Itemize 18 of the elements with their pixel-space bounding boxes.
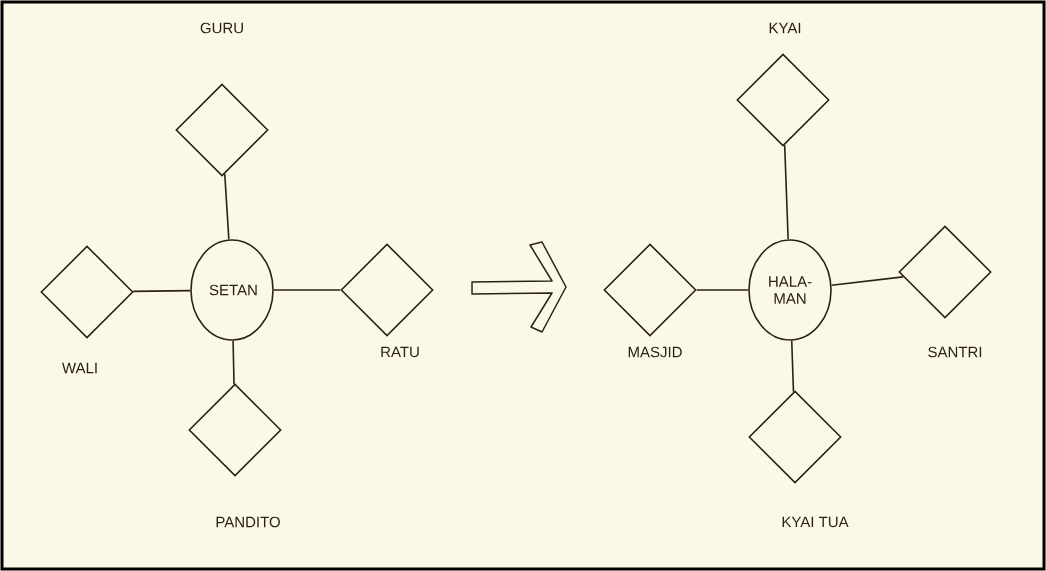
connector [696,289,749,291]
connector [273,289,341,291]
center-oval: HALA- MAN [748,239,832,341]
connector [232,340,235,385]
connector [223,173,230,241]
connector [830,276,904,286]
diamond-label: WALI [62,362,97,374]
connector [790,339,795,393]
connector [783,144,789,241]
diamond-label: MASJID [628,346,682,358]
diamond-label: PANDITO [216,516,280,528]
diamond-label: KYAI TUA [782,516,849,528]
diamond-label: RATU [381,346,419,358]
diamond-label: GURU [200,22,243,34]
center-oval: SETAN [190,239,274,341]
diamond-label: SANTRI [928,346,982,358]
diamond-label: KYAI [769,22,801,34]
connector [132,289,191,293]
